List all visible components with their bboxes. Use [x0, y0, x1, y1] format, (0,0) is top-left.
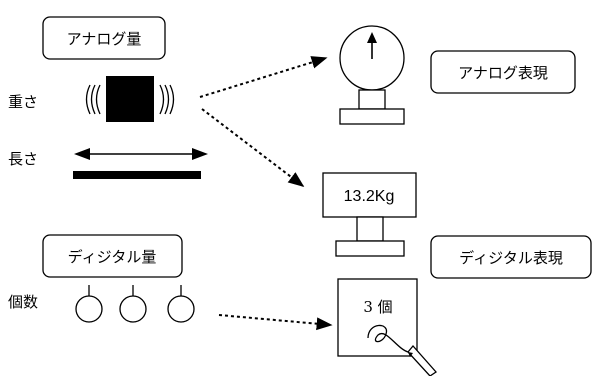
vibrating-block-icon — [85, 76, 175, 122]
weight-label: 重さ — [8, 93, 38, 111]
count-label: 個数 — [8, 293, 38, 311]
arrow-to-analog-representation — [199, 56, 328, 98]
written-count: 3 個 — [363, 298, 392, 316]
circle-items-icon — [75, 285, 195, 323]
digital-quantity-box: ディジタル量 — [42, 234, 183, 278]
analog-quantity-label: アナログ量 — [67, 30, 142, 48]
length-label: 長さ — [8, 150, 38, 168]
digital-quantity-label: ディジタル量 — [68, 248, 157, 266]
bar-icon — [73, 171, 201, 179]
scale-readout: 13.2Kg — [344, 188, 395, 205]
digital-representation-box: ディジタル表現 — [430, 235, 592, 279]
digital-scale-icon: 13.2Kg — [322, 172, 417, 257]
arrow-to-digital-scale — [201, 108, 305, 187]
dial-scale-icon — [339, 25, 405, 125]
analog-representation-label: アナログ表現 — [458, 64, 548, 82]
analog-representation-box: アナログ表現 — [430, 50, 576, 94]
digital-representation-label: ディジタル表現 — [459, 249, 563, 267]
paper-with-pen-icon: 3 個 — [337, 278, 437, 376]
analog-quantity-box: アナログ量 — [42, 16, 166, 60]
arrow-to-written-count — [218, 314, 333, 331]
double-arrow-icon — [74, 148, 208, 160]
